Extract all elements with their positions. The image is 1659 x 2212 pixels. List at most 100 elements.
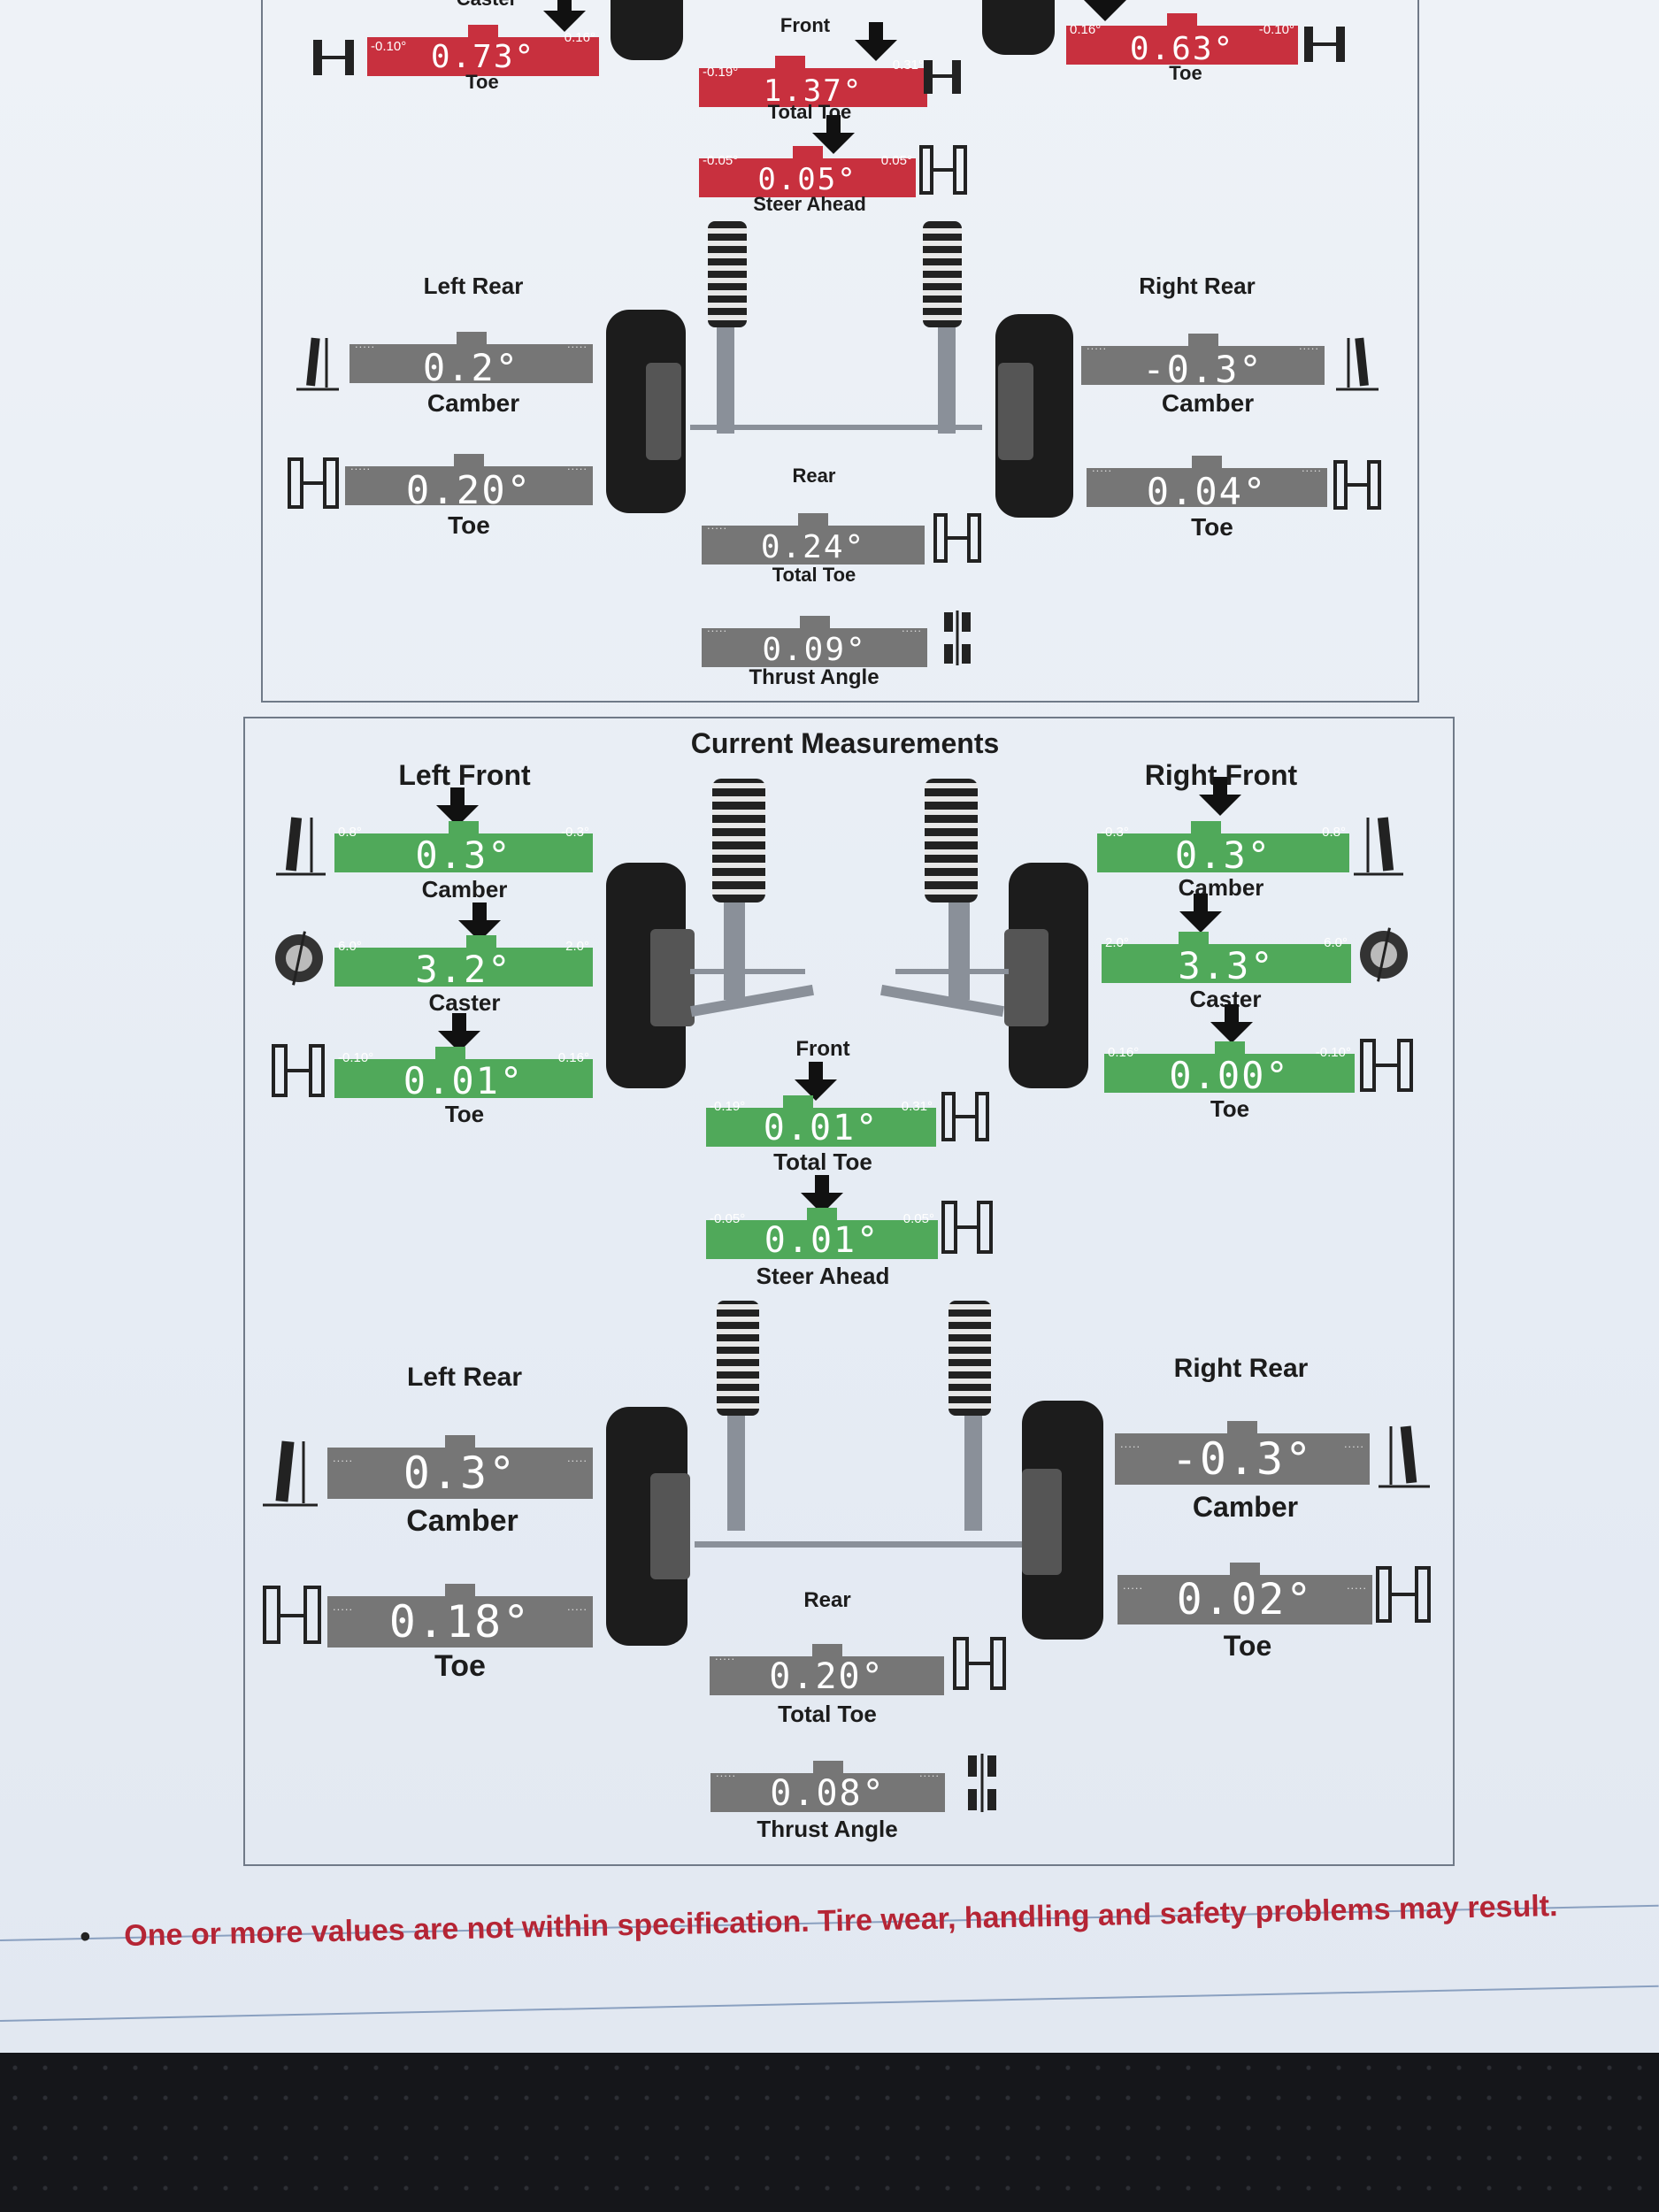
before-lr-camber-gauge: .......... 0.2° xyxy=(349,332,593,389)
rf-caster-gauge: 2.0° 6.0° 3.3° xyxy=(1102,932,1351,987)
lf-camber-label: Camber xyxy=(421,876,508,902)
rear-right-strut-rod xyxy=(964,1416,982,1531)
gauge-value: 0.08° xyxy=(770,1773,886,1814)
total-toe-diagram-icon xyxy=(941,1092,989,1141)
thrust-angle-diagram-icon xyxy=(944,611,971,665)
gauge-value: 0.2° xyxy=(422,346,520,389)
before-rr-camber-label: Camber xyxy=(1161,389,1255,417)
gauge-max-label: 0.05° xyxy=(902,1211,934,1226)
current-front-total-toe-gauge: -0.19° 0.31° 0.01° xyxy=(706,1095,936,1148)
toe-diagram-icon xyxy=(1376,1566,1431,1623)
front-left-tire xyxy=(611,0,683,60)
before-rf-toe-label: Toe xyxy=(1169,62,1202,84)
gauge-value: 0.05° xyxy=(757,162,857,197)
before-front-heading: Front xyxy=(780,14,831,36)
toe-diagram-icon xyxy=(1304,27,1345,62)
gauge-value: 0.3° xyxy=(415,833,512,877)
gauge-max-label: -0.10° xyxy=(1315,1045,1351,1060)
gauge-value: 0.01° xyxy=(763,1108,879,1148)
before-steer-ahead-label: Steer Ahead xyxy=(753,193,866,215)
total-toe-diagram-icon xyxy=(953,1637,1006,1690)
before-left-rear-title: Left Rear xyxy=(423,273,524,299)
rear-left-strut-rod xyxy=(717,327,734,434)
total-toe-diagram-icon xyxy=(933,513,981,563)
camber-diagram-icon xyxy=(276,817,326,876)
gauge-value: 3.3° xyxy=(1178,944,1275,987)
front-left-strut-spring xyxy=(712,779,765,902)
current-front-total-toe-label: Total Toe xyxy=(773,1148,872,1175)
steer-ahead-diagram-icon xyxy=(941,1201,993,1254)
front-left-control-arm xyxy=(690,969,805,974)
warning-bullet: • xyxy=(80,1919,91,1954)
front-right-strut-rod xyxy=(949,902,970,1000)
rf-toe-current-arrow xyxy=(1210,1004,1253,1043)
gauge-min-label: 0.16° xyxy=(1108,1045,1140,1060)
lf-toe-arrow xyxy=(543,0,586,32)
before-rr-toe-gauge: .......... 0.04° xyxy=(1087,456,1327,513)
camber-diagram-icon xyxy=(296,337,339,391)
before-thrust-angle-gauge: .......... 0.09° xyxy=(702,616,927,668)
rf-toe-gauge: 0.16° -0.10° 0.00° xyxy=(1104,1041,1355,1097)
gauge-min-label: -0.05° xyxy=(703,153,739,168)
gauge-min-label: 6.0° xyxy=(338,939,362,954)
front-right-strut-spring xyxy=(925,779,978,902)
gauge-min-label: 2.0° xyxy=(1105,935,1129,950)
rr-toe-label: Toe xyxy=(1223,1630,1272,1662)
rf-toe-arrow xyxy=(1084,0,1126,21)
rear-left-hub xyxy=(650,1473,690,1579)
before-rf-toe-gauge: 0.16° -0.10° 0.63° xyxy=(1066,13,1298,67)
gauge-min-label: -0.05° xyxy=(710,1211,746,1226)
gauge-value: 0.24° xyxy=(760,529,866,565)
front-right-control-arm xyxy=(895,969,1009,974)
gauge-value: 0.63° xyxy=(1129,31,1235,67)
printout-sheet xyxy=(0,0,1659,2070)
gauge-max-label: -0.10° xyxy=(1258,22,1294,37)
lr-toe-gauge: .......... 0.18° xyxy=(327,1584,593,1647)
gauge-value: 0.02° xyxy=(1176,1575,1314,1624)
toe-diagram-icon xyxy=(313,40,354,75)
current-front-heading: Front xyxy=(795,1037,850,1061)
gauge-value: 0.3° xyxy=(1174,833,1272,877)
gauge-min-label: -0.19° xyxy=(710,1099,746,1114)
gauge-min-label: -0.19° xyxy=(703,65,739,80)
gauge-value: -0.3° xyxy=(1142,348,1263,391)
front-right-tire xyxy=(982,0,1055,55)
before-lf-toe-gauge: -0.10° 0.16° 0.73° xyxy=(367,25,599,76)
rr-toe-gauge: .......... 0.02° xyxy=(1118,1563,1372,1624)
before-rr-toe-label: Toe xyxy=(1191,513,1233,541)
gauge-value: 3.2° xyxy=(415,948,512,991)
current-rear-heading: Rear xyxy=(803,1588,851,1612)
thrust-angle-diagram-icon xyxy=(968,1754,996,1812)
gauge-min-label: -0.10° xyxy=(371,39,407,54)
left-rear-title: Left Rear xyxy=(406,1363,523,1392)
before-steer-ahead-gauge: -0.05° 0.05° 0.05° xyxy=(699,146,916,197)
toe-diagram-icon xyxy=(1360,1039,1413,1092)
gauge-min-label: 0.8° xyxy=(338,825,362,840)
current-thrust-angle-label: Thrust Angle xyxy=(757,1816,898,1842)
before-rr-camber-gauge: .......... -0.3° xyxy=(1081,334,1325,391)
gauge-max-label: 2.0° xyxy=(565,939,589,954)
before-lr-toe-gauge: .......... 0.20° xyxy=(345,454,593,513)
gauge-min-label: -0.3° xyxy=(1101,825,1129,840)
rr-camber-gauge: .......... -0.3° xyxy=(1115,1421,1370,1485)
toe-diagram-icon xyxy=(288,457,339,509)
lr-camber-label: Camber xyxy=(406,1504,518,1538)
gauge-max-label: 6.0° xyxy=(1324,935,1348,950)
rear-right-hub xyxy=(1022,1469,1062,1575)
gauge-max-label: 0.31° xyxy=(892,58,924,73)
caster-diagram-icon xyxy=(1360,927,1408,982)
lf-caster-gauge: 6.0° 2.0° 3.2° xyxy=(334,935,593,991)
before-right-rear-title: Right Rear xyxy=(1139,273,1256,299)
gauge-min-label: 0.16° xyxy=(1070,22,1102,37)
lf-toe-label: Toe xyxy=(444,1101,485,1127)
gauge-value: 0.73° xyxy=(430,39,536,75)
rear-tie-rod xyxy=(695,1541,1022,1548)
gauge-value: 0.20° xyxy=(405,468,533,513)
before-rear-total-toe-gauge: ..... 0.24° xyxy=(702,513,925,565)
rear-left-strut-rod xyxy=(727,1416,745,1531)
gauge-max-label: 0.16° xyxy=(557,1050,589,1065)
gauge-value: 0.20° xyxy=(769,1656,885,1697)
rf-camber-arrow xyxy=(1199,777,1241,816)
before-lr-camber-label: Camber xyxy=(426,389,520,417)
rear-right-strut-rod xyxy=(938,327,956,434)
